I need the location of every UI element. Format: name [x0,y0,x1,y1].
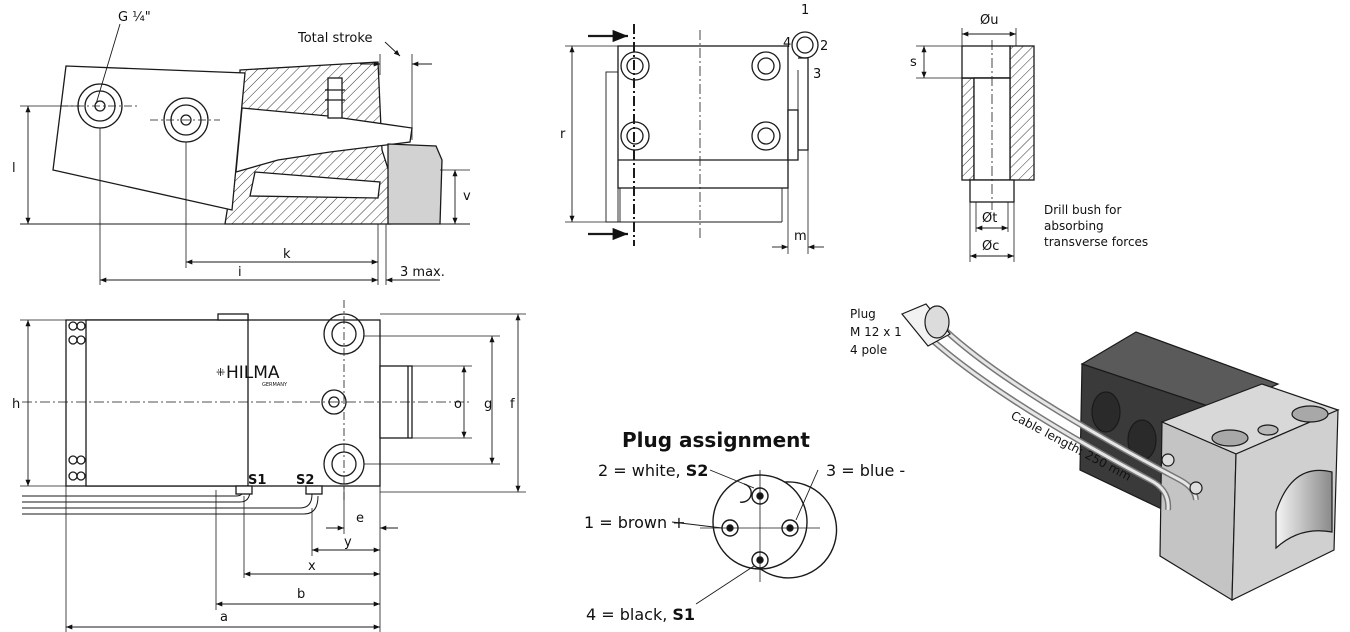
bush-wall-left [961,77,975,181]
screw-icon [751,51,781,81]
plug-label-2: M 12 x 1 [850,325,902,339]
pin4-assignment: 4 = black, S1 [586,605,695,624]
pin3-assignment: 3 = blue - [826,461,905,480]
sensor-s2: S2 [296,473,314,488]
hilma-logo: ⁜ HILMA GERMANY [216,363,288,388]
dim-h: h [12,397,20,412]
dim-i: i [238,265,242,280]
dim-s: s [910,55,917,70]
pin-3: 3 [813,67,821,82]
clamp-block [52,65,246,211]
dim-f: f [510,397,515,412]
top-view [20,300,526,632]
plug-face [671,469,838,605]
bush-note-2: absorbing [1044,219,1104,233]
dim-b: b [297,587,305,602]
sensor-s1: S1 [248,473,266,488]
dim-g: g [484,397,492,412]
dim-r: r [560,127,566,142]
dim-3-max: 3 max. [400,265,445,280]
dim-v: v [463,189,471,204]
pin-2: 2 [820,39,828,54]
brand-sub: GERMANY [262,382,288,388]
plug-label-1: Plug [850,307,876,321]
total-stroke-label: Total stroke [297,31,372,46]
plug-label-3: 4 pole [850,343,887,357]
bush-note-1: Drill bush for [1044,203,1121,217]
bush-wall-right [1009,45,1035,181]
iso-view [901,303,1340,602]
pin-1: 1 [801,3,809,18]
workpiece [387,143,443,225]
dim-e: e [356,511,364,526]
bush-view [916,28,1035,262]
connector-icon [791,31,819,59]
pin1-assignment: 1 = brown + [584,513,686,532]
svg-text:⁜: ⁜ [216,366,225,379]
dim-x: x [308,559,316,574]
dim-m: m [794,229,807,244]
pin2-assignment: 2 = white, S2 [598,461,708,480]
dim-o: o [454,397,462,412]
dim-t: Øt [982,211,997,226]
dim-l: l [12,161,16,176]
dim-u: Øu [980,13,998,28]
light-block-front [1159,421,1237,602]
thread-label: G ¼" [118,10,151,25]
side-view [20,23,470,285]
brand-name: HILMA [226,363,280,383]
dim-y: y [344,535,352,550]
dim-k: k [283,247,291,262]
dim-a: a [220,610,228,625]
dim-c: Øc [982,239,999,254]
pin-4: 4 [783,36,791,51]
screw-icon [751,121,781,151]
front-view [565,24,824,254]
bush-note-3: transverse forces [1044,235,1148,249]
roller [1275,469,1333,550]
grease-nipple-icon [327,77,343,119]
plug-title: Plug assignment [622,428,810,452]
